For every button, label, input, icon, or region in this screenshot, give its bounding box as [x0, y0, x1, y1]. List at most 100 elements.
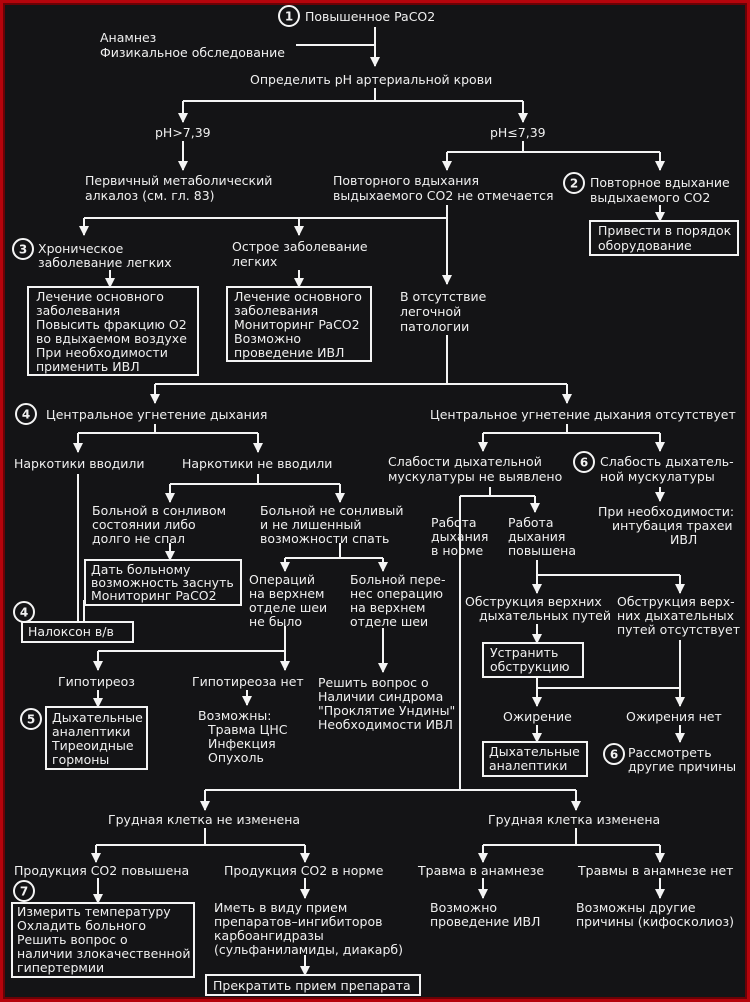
- svg-text:7: 7: [20, 885, 28, 899]
- svg-text:2: 2: [570, 177, 578, 191]
- chronic-lung-treatment-box: [27, 286, 199, 376]
- node-neck-surgery: отделе шеи: [350, 614, 428, 629]
- temperature-box-text: Охладить больного: [17, 918, 146, 933]
- node-possible-causes: Травма ЦНС: [207, 722, 288, 737]
- node-ondine: Необходимости ИВЛ: [318, 717, 453, 732]
- node-ondine: "Проклятие Ундины": [318, 703, 455, 718]
- node-no-weakness: Слабости дыхательной: [388, 454, 542, 469]
- stop-drug-text: Прекратить прием препарата: [213, 978, 411, 993]
- acute-box-text: заболевания: [234, 303, 318, 318]
- node-no-upper-obstruction: Обструкция верх-: [617, 594, 735, 609]
- stop-drug-box: [205, 974, 421, 996]
- node-no-trauma: Травмы в анамнезе нет: [577, 863, 733, 878]
- node-kyphoscoliosis: причины (кифосколиоз): [576, 914, 734, 929]
- node-no-lung-pathology: В отсутствие: [400, 289, 487, 304]
- step-circle-4b: 4: [13, 601, 35, 623]
- node-narcotics-not-given: Наркотики не вводили: [182, 456, 332, 471]
- naloxone-box: [21, 621, 134, 643]
- node-trauma: Травма в анамнезе: [417, 863, 544, 878]
- node-no-obesity: Ожирения нет: [626, 709, 722, 724]
- node-work-increased: дыхания: [508, 529, 565, 544]
- remove-obstruction-box: [482, 642, 584, 678]
- naloxone-text: Налоксон в/в: [28, 624, 114, 639]
- svg-text:6: 6: [580, 456, 588, 470]
- step-circle-5: 5: [20, 708, 42, 730]
- node-acute-lung: Острое заболевание: [232, 239, 368, 254]
- node-co2-normal: Продукция CO2 в норме: [224, 863, 384, 878]
- node-central-depression: Центральное угнетение дыхания: [46, 407, 267, 422]
- node-inhibitors: (сульфаниламиды, диакарб): [214, 942, 403, 957]
- node-neck-surgery: нес операцию: [350, 586, 443, 601]
- node-not-sleepy: и не лишенный: [260, 517, 362, 532]
- hypothyroid-box-text: Дыхательные: [52, 710, 143, 725]
- node-no-neck-surgery: на верхнем: [249, 586, 325, 601]
- node-ivl: проведение ИВЛ: [430, 914, 540, 929]
- node-rebreathing: Повторное вдыхание: [590, 175, 730, 190]
- hypothyroid-box-text: гормоны: [52, 752, 109, 767]
- node-no-neck-surgery: не было: [249, 614, 302, 629]
- sleep-box-text: возможность заснуть: [91, 575, 234, 590]
- step-circle-2: 2: [563, 172, 585, 194]
- node-fix-equipment: Привести в порядок: [598, 223, 732, 238]
- temperature-box-text: Решить вопрос о: [17, 932, 128, 947]
- node-work-normal: Работа: [431, 515, 477, 530]
- hypothyroid-treatment-box: [45, 706, 148, 770]
- node-inhibitors: Иметь в виду прием: [214, 900, 347, 915]
- node-rebreathing: выдыхаемого CO2: [590, 190, 710, 205]
- node-intubation: При необходимости:: [598, 504, 734, 519]
- chronic-box-text: Лечение основного: [36, 289, 164, 304]
- node-ph-determine: Определить pH артериальной крови: [250, 72, 492, 87]
- step-circle-1: 1: [278, 5, 300, 27]
- svg-text:6: 6: [610, 748, 618, 762]
- svg-text:3: 3: [19, 243, 27, 257]
- svg-text:1: 1: [285, 10, 293, 24]
- temperature-box-text: наличии злокачественной: [17, 946, 190, 961]
- chronic-box-text: во вдыхаемом воздухе: [36, 331, 187, 346]
- node-work-increased: повышена: [508, 543, 576, 558]
- acute-box-text: Лечение основного: [234, 289, 362, 304]
- node-weakness: Слабость дыхатель-: [600, 454, 734, 469]
- step-circle-7: 7: [13, 880, 35, 902]
- acute-box-text: проведение ИВЛ: [234, 345, 344, 360]
- node-ph-high: pH>7,39: [155, 125, 211, 140]
- obesity-treatment-box: [482, 741, 588, 777]
- temperature-box-text: гипертермии: [17, 960, 104, 975]
- remove-obstruction-text: Устранить: [490, 645, 558, 660]
- chronic-box-text: Повысить фракцию O2: [36, 317, 187, 332]
- node-neck-surgery: на верхнем: [350, 600, 426, 615]
- sleep-box-text: Дать больному: [91, 562, 191, 577]
- node-acute-lung: легких: [232, 254, 277, 269]
- node-ph-low: pH≤7,39: [490, 125, 546, 140]
- node-no-lung-pathology: патологии: [400, 319, 469, 334]
- node-inhibitors: препаратов–ингибиторов: [214, 914, 382, 929]
- node-no-lung-pathology: легочной: [400, 304, 461, 319]
- node-elevated-paco2: Повышенное PaCO2: [305, 9, 435, 24]
- sleep-box-text: Мониторинг PaCO2: [91, 588, 217, 603]
- node-possible-causes: Опухоль: [208, 750, 264, 765]
- node-no-neck-surgery: отделе шеи: [249, 600, 327, 615]
- acute-lung-treatment-box: [226, 286, 372, 362]
- node-inhibitors: карбоангидразы: [214, 928, 324, 943]
- node-chronic-lung: заболевание легких: [38, 255, 172, 270]
- step-circle-6: 6: [573, 451, 595, 473]
- node-no-rebreathing: Повторного вдыхания: [333, 173, 479, 188]
- node-intubation: ИВЛ: [670, 532, 697, 547]
- action-boxes: [11, 220, 739, 996]
- node-not-sleepy: возможности спать: [260, 531, 389, 546]
- node-no-rebreathing: выдыхаемого CO2 не отмечается: [333, 188, 554, 203]
- node-upper-obstruction: Обструкция верхних: [465, 594, 602, 609]
- acute-box-text: Мониторинг PaCO2: [234, 317, 360, 332]
- node-work-normal: дыхания: [431, 529, 488, 544]
- node-possible-causes: Инфекция: [208, 736, 276, 751]
- node-weakness: ной мускулатуры: [600, 469, 715, 484]
- node-fix-equipment: оборудование: [598, 238, 692, 253]
- step-circle-4: 4: [15, 403, 37, 425]
- node-other-causes: другие причины: [628, 759, 736, 774]
- node-sleepy: состоянии либо: [92, 517, 196, 532]
- node-work-increased: Работа: [508, 515, 554, 530]
- node-not-sleepy: Больной не сонливый: [260, 503, 404, 518]
- sleep-box: [84, 559, 242, 606]
- node-no-hypothyroid: Гипотиреоза нет: [192, 674, 304, 689]
- node-ivl: Возможно: [430, 900, 497, 915]
- diagram-frame: [3, 3, 747, 999]
